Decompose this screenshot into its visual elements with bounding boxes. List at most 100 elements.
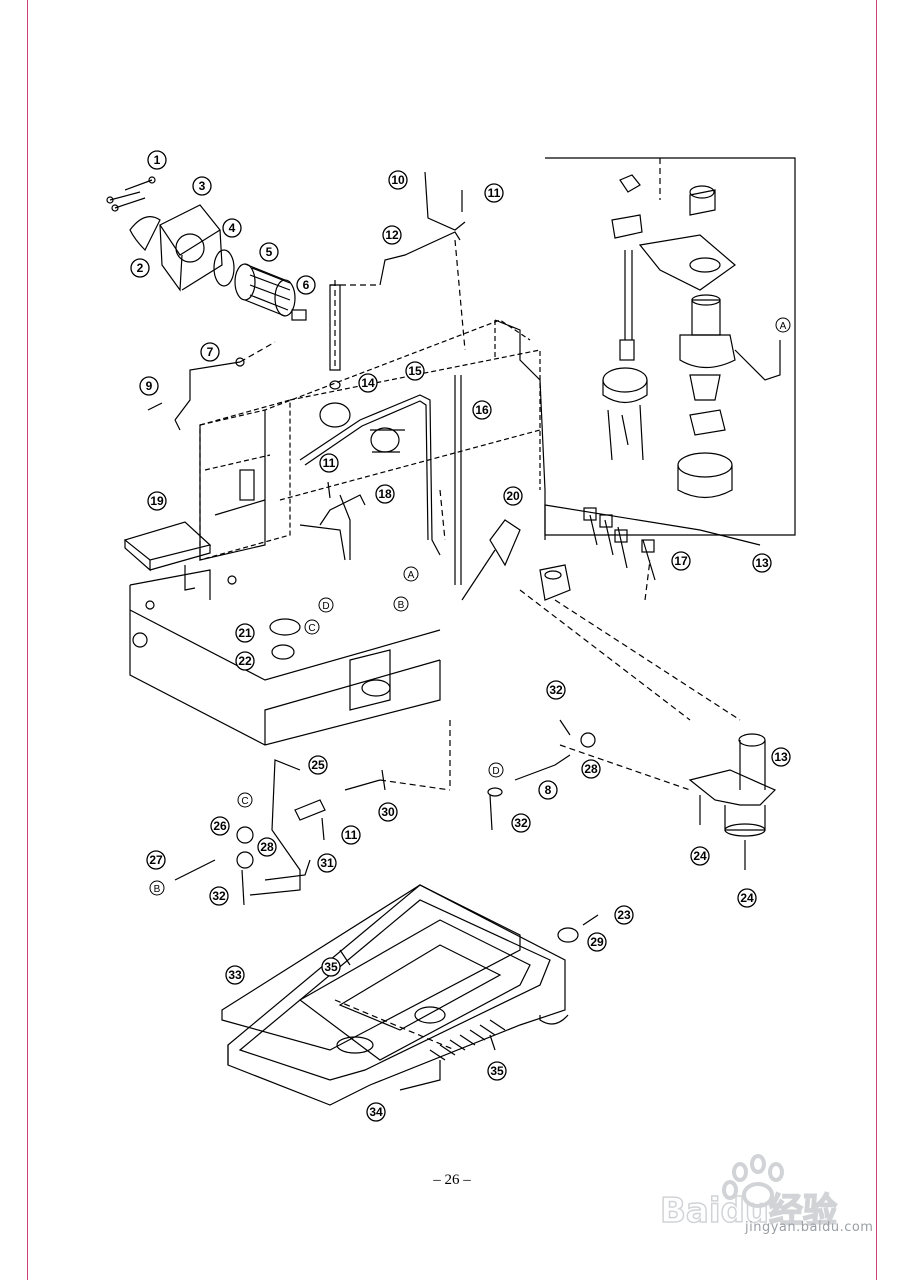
part-30-screw xyxy=(381,769,386,791)
part-35-screw-a xyxy=(339,949,351,966)
svg-text:25: 25 xyxy=(311,758,325,772)
svg-text:28: 28 xyxy=(584,762,598,776)
svg-text:B: B xyxy=(154,884,161,895)
callout-26: 26 xyxy=(210,816,230,836)
part-11-screw-low xyxy=(321,817,325,841)
svg-text:5: 5 xyxy=(266,245,273,259)
svg-text:6: 6 xyxy=(303,278,310,292)
letter-d-arm: D xyxy=(318,597,334,613)
part-35-screw-b xyxy=(489,1034,496,1051)
letter-b-arm: B xyxy=(393,596,409,612)
machine-bed xyxy=(129,569,441,746)
letter-d-low: D xyxy=(488,762,504,778)
callout-32-c: 32 xyxy=(209,886,229,906)
right-border-line xyxy=(876,0,877,1280)
svg-text:17: 17 xyxy=(674,554,688,568)
callout-4: 4 xyxy=(222,218,242,238)
callout-3: 3 xyxy=(192,176,212,196)
inset-pointer-line xyxy=(699,529,761,546)
part-14-rod xyxy=(329,284,341,390)
svg-text:33: 33 xyxy=(228,968,242,982)
part-26-fitting xyxy=(236,826,254,869)
callout-9: 9 xyxy=(139,376,159,396)
svg-text:10: 10 xyxy=(391,173,405,187)
part-5-filter xyxy=(234,263,296,317)
letter-a-inset: A xyxy=(775,317,791,333)
svg-text:30: 30 xyxy=(381,805,395,819)
part-12-link xyxy=(379,231,461,286)
part-25-tube xyxy=(249,759,301,896)
callout-17: 17 xyxy=(671,551,691,571)
callout-12: 12 xyxy=(382,225,402,245)
svg-text:35: 35 xyxy=(490,1064,504,1078)
svg-text:9: 9 xyxy=(146,379,153,393)
part-21-ring xyxy=(269,618,301,636)
svg-text:32: 32 xyxy=(514,816,528,830)
part-20-knob xyxy=(461,519,521,601)
svg-text:15: 15 xyxy=(408,364,422,378)
svg-text:21: 21 xyxy=(238,626,252,640)
lower-bracket xyxy=(294,779,381,821)
svg-text:35: 35 xyxy=(324,960,338,974)
callout-14: 14 xyxy=(358,373,378,393)
part-10-rod xyxy=(424,171,466,231)
callout-33: 33 xyxy=(225,965,245,985)
machine-arm-solid xyxy=(199,319,546,561)
svg-text:12: 12 xyxy=(385,228,399,242)
callout-27: 27 xyxy=(146,850,166,870)
svg-text:24: 24 xyxy=(740,891,754,905)
letter-a-arm: A xyxy=(403,566,419,582)
connection-lines xyxy=(239,158,741,1051)
callout-1: 1 xyxy=(147,150,167,170)
part-32-screw-b xyxy=(241,869,245,906)
callout-29: 29 xyxy=(587,932,607,952)
part-9-screw xyxy=(147,402,163,411)
svg-text:A: A xyxy=(780,321,787,332)
svg-text:18: 18 xyxy=(378,487,392,501)
callout-25: 25 xyxy=(308,755,328,775)
part-32-screw-a xyxy=(487,787,503,831)
callout-24-b: 24 xyxy=(737,888,757,908)
part-22-filter-disc xyxy=(271,644,295,660)
svg-text:11: 11 xyxy=(323,456,336,470)
svg-text:C: C xyxy=(241,796,248,807)
svg-text:C: C xyxy=(308,623,315,634)
part-18-bracket xyxy=(299,494,366,561)
callout-22: 22 xyxy=(235,651,255,671)
letter-c-arm: C xyxy=(304,619,320,635)
watermark-url: jingyan.baidu.com xyxy=(745,1220,874,1235)
tube-clamp xyxy=(370,427,405,453)
inset-assembly xyxy=(602,174,781,499)
callout-19: 19 xyxy=(147,491,167,511)
callout-32-a: 32 xyxy=(546,680,566,700)
callout-31: 31 xyxy=(317,853,337,873)
callout-13-inset: 13 xyxy=(752,553,772,573)
callout-15: 15 xyxy=(405,361,425,381)
callout-11-low: 11 xyxy=(341,825,361,845)
svg-text:31: 31 xyxy=(320,856,334,870)
svg-text:23: 23 xyxy=(617,908,631,922)
letter-markers: A A B C D D C B xyxy=(149,317,791,896)
part-23-screw xyxy=(582,914,599,926)
svg-text:13: 13 xyxy=(755,556,769,570)
letter-c-low: C xyxy=(237,792,253,808)
svg-text:14: 14 xyxy=(361,376,375,390)
part-16-rod xyxy=(454,375,462,585)
part-8-link xyxy=(514,719,596,781)
svg-text:32: 32 xyxy=(212,889,226,903)
inset-box-outline xyxy=(544,157,796,536)
callout-2: 2 xyxy=(130,258,150,278)
part-34-oil-pan xyxy=(227,884,569,1106)
callout-7: 7 xyxy=(200,342,220,362)
part-31-joint xyxy=(264,859,311,881)
part-4-o-ring xyxy=(213,249,235,287)
part-14-ring xyxy=(319,402,351,428)
svg-text:28: 28 xyxy=(260,840,274,854)
svg-text:16: 16 xyxy=(475,403,489,417)
callout-18: 18 xyxy=(375,484,395,504)
svg-text:27: 27 xyxy=(149,853,163,867)
part-19-pad xyxy=(123,521,212,591)
part-15-tube xyxy=(299,394,441,556)
callout-30: 30 xyxy=(378,802,398,822)
